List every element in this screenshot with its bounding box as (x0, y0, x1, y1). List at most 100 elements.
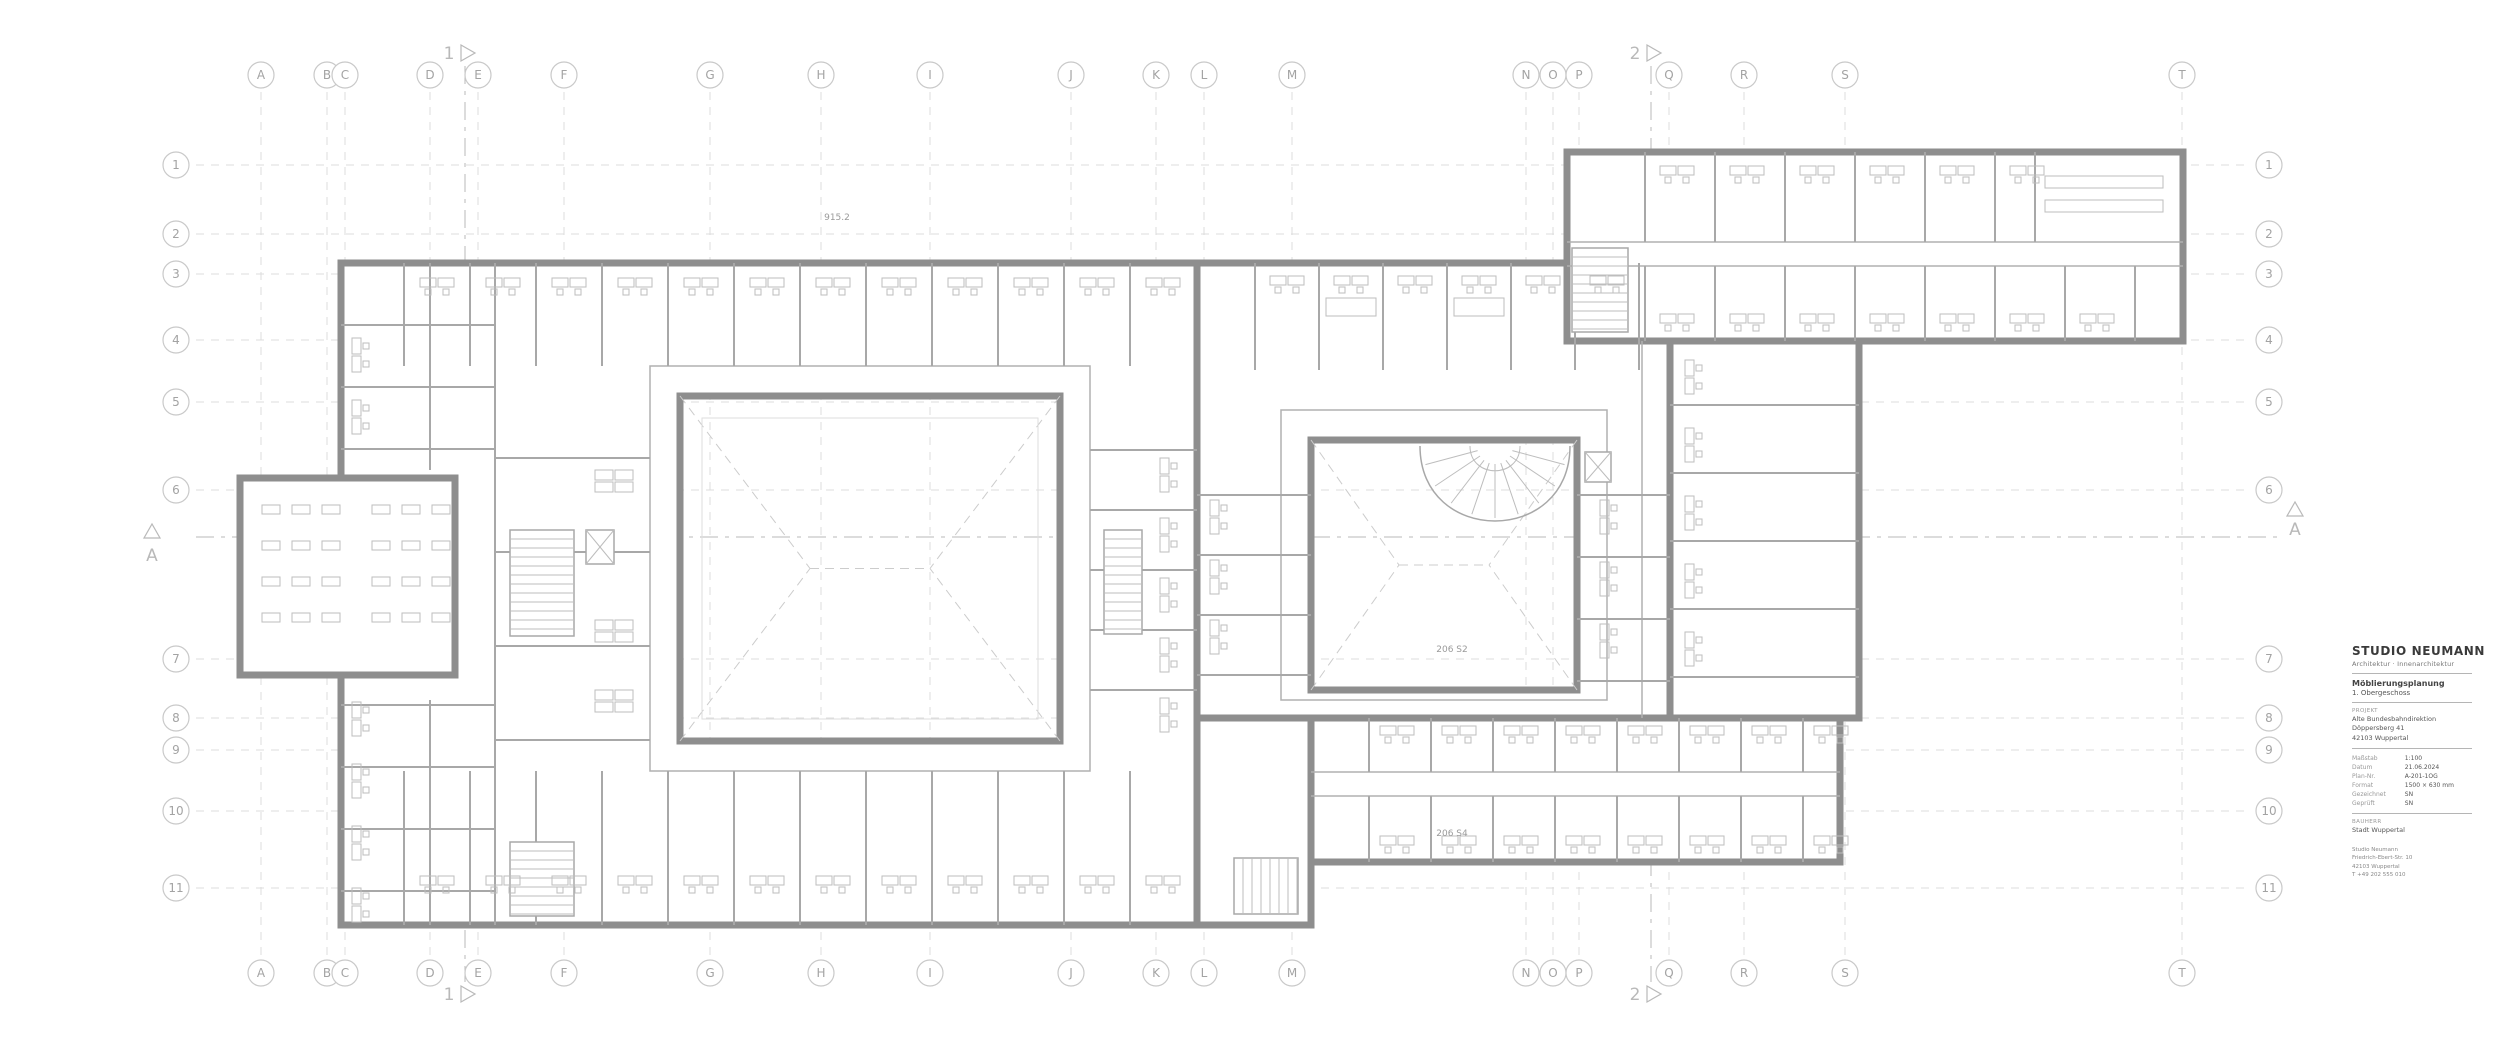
svg-text:S: S (1841, 966, 1849, 980)
svg-text:H: H (816, 966, 825, 980)
meta-label: Plan-Nr. (2352, 773, 2376, 781)
svg-text:K: K (1152, 68, 1161, 82)
svg-text:7: 7 (172, 652, 180, 666)
meta-label: Format (2352, 782, 2374, 790)
walls (236, 148, 2187, 929)
plan-title: Möblierungsplanung (2352, 679, 2445, 688)
grid-bubble: E (464, 61, 492, 89)
svg-text:2: 2 (2265, 227, 2273, 241)
svg-text:G: G (705, 68, 714, 82)
svg-text:R: R (1740, 68, 1748, 82)
svg-text:O: O (1548, 966, 1557, 980)
plan-subtitle: 1. Obergeschoss (2352, 689, 2411, 697)
svg-text:E: E (474, 68, 482, 82)
grid-bubble: A (247, 959, 275, 987)
grid-bubble: 3 (2255, 260, 2283, 288)
contact-line: 42103 Wuppertal (2352, 863, 2400, 870)
contact-line: T +49 202 555 010 (2352, 872, 2406, 879)
titleblock: STUDIO NEUMANN Architektur · Innenarchit… (2352, 644, 2484, 880)
svg-text:A: A (257, 68, 266, 82)
grid-bubble: 8 (2255, 704, 2283, 732)
svg-text:206 S2: 206 S2 (1436, 645, 1467, 655)
svg-text:2: 2 (172, 227, 180, 241)
contact-line: Studio Neumann (2352, 846, 2398, 853)
svg-text:5: 5 (2265, 395, 2273, 409)
svg-text:1: 1 (172, 158, 180, 172)
studio-tagline: Architektur · Innenarchitektur (2352, 660, 2455, 668)
svg-text:E: E (474, 966, 482, 980)
svg-text:10: 10 (2261, 804, 2276, 818)
grid-bubble: F (550, 959, 578, 987)
grid-bubble: Q (1655, 61, 1683, 89)
svg-text:9: 9 (172, 743, 180, 757)
grid-bubble: H (807, 959, 835, 987)
grid-bubble: D (416, 959, 444, 987)
svg-text:P: P (1575, 68, 1582, 82)
grid-bubble: 10 (162, 797, 190, 825)
grid-bubble: K (1142, 61, 1170, 89)
svg-text:Q: Q (1664, 966, 1673, 980)
svg-text:3: 3 (2265, 267, 2273, 281)
svg-text:M: M (1287, 68, 1297, 82)
meta-label: Gezeichnet (2352, 791, 2386, 799)
grid-bubble: 2 (2255, 220, 2283, 248)
grid-bubble: J (1057, 61, 1085, 89)
furniture (261, 165, 2164, 923)
stairs (509, 247, 1629, 917)
grid-bubble: 10 (2255, 797, 2283, 825)
client-label: Bauherr (2352, 819, 2382, 826)
svg-text:1: 1 (444, 985, 455, 1005)
project-line: Alte Bundesbahndirektion (2352, 715, 2437, 723)
svg-text:Q: Q (1664, 68, 1673, 82)
meta-value: SN (2404, 791, 2414, 799)
svg-text:G: G (705, 966, 714, 980)
svg-text:2: 2 (1630, 44, 1641, 64)
grid-bubble: Q (1655, 959, 1683, 987)
grid-bubble: 6 (2255, 476, 2283, 504)
svg-text:6: 6 (172, 483, 180, 497)
meta-value: 21.06.2024 (2404, 764, 2440, 772)
svg-text:T: T (2177, 966, 2186, 980)
grid-bubble: 11 (2255, 874, 2283, 902)
grid-bubble: N (1512, 959, 1540, 987)
svg-text:L: L (1201, 966, 1208, 980)
svg-text:S: S (1841, 68, 1849, 82)
grid-bubble: N (1512, 61, 1540, 89)
svg-text:M: M (1287, 966, 1297, 980)
grid-bubble: D (416, 61, 444, 89)
contact-block: Studio Neumann Friedrich-Ebert-Str. 10 4… (2352, 846, 2472, 880)
svg-text:D: D (425, 68, 434, 82)
grid-bubble: L (1190, 959, 1218, 987)
project-label: Projekt (2352, 708, 2378, 714)
grid-bubble: 4 (162, 326, 190, 354)
grid-bubble: P (1565, 959, 1593, 987)
grid-bubble: T (2168, 61, 2196, 89)
grid-bubble: M (1278, 61, 1306, 89)
project-line: Döppersberg 41 (2352, 724, 2405, 733)
svg-text:D: D (425, 966, 434, 980)
grid-bubble: S (1831, 61, 1859, 89)
svg-text:1: 1 (2265, 158, 2273, 172)
grid-bubble: P (1565, 61, 1593, 89)
svg-text:1: 1 (444, 44, 455, 64)
svg-text:I: I (928, 966, 932, 980)
svg-text:11: 11 (2261, 881, 2276, 895)
meta-value: 1500 × 630 mm (2404, 782, 2454, 790)
svg-text:4: 4 (2265, 333, 2273, 347)
grid-bubble: C (331, 959, 359, 987)
svg-text:L: L (1201, 68, 1208, 82)
svg-text:R: R (1740, 966, 1748, 980)
svg-text:F: F (561, 966, 568, 980)
grid-bubble: I (916, 61, 944, 89)
meta-value: 1:100 (2404, 755, 2423, 763)
courtyard-marks (679, 395, 1578, 742)
svg-text:10: 10 (168, 804, 183, 818)
grid-bubble: 1 (2255, 151, 2283, 179)
svg-text:K: K (1152, 966, 1161, 980)
svg-text:A: A (2289, 520, 2301, 540)
curved-stair (1419, 445, 1571, 522)
meta-label: Datum (2352, 764, 2373, 772)
svg-text:F: F (561, 68, 568, 82)
